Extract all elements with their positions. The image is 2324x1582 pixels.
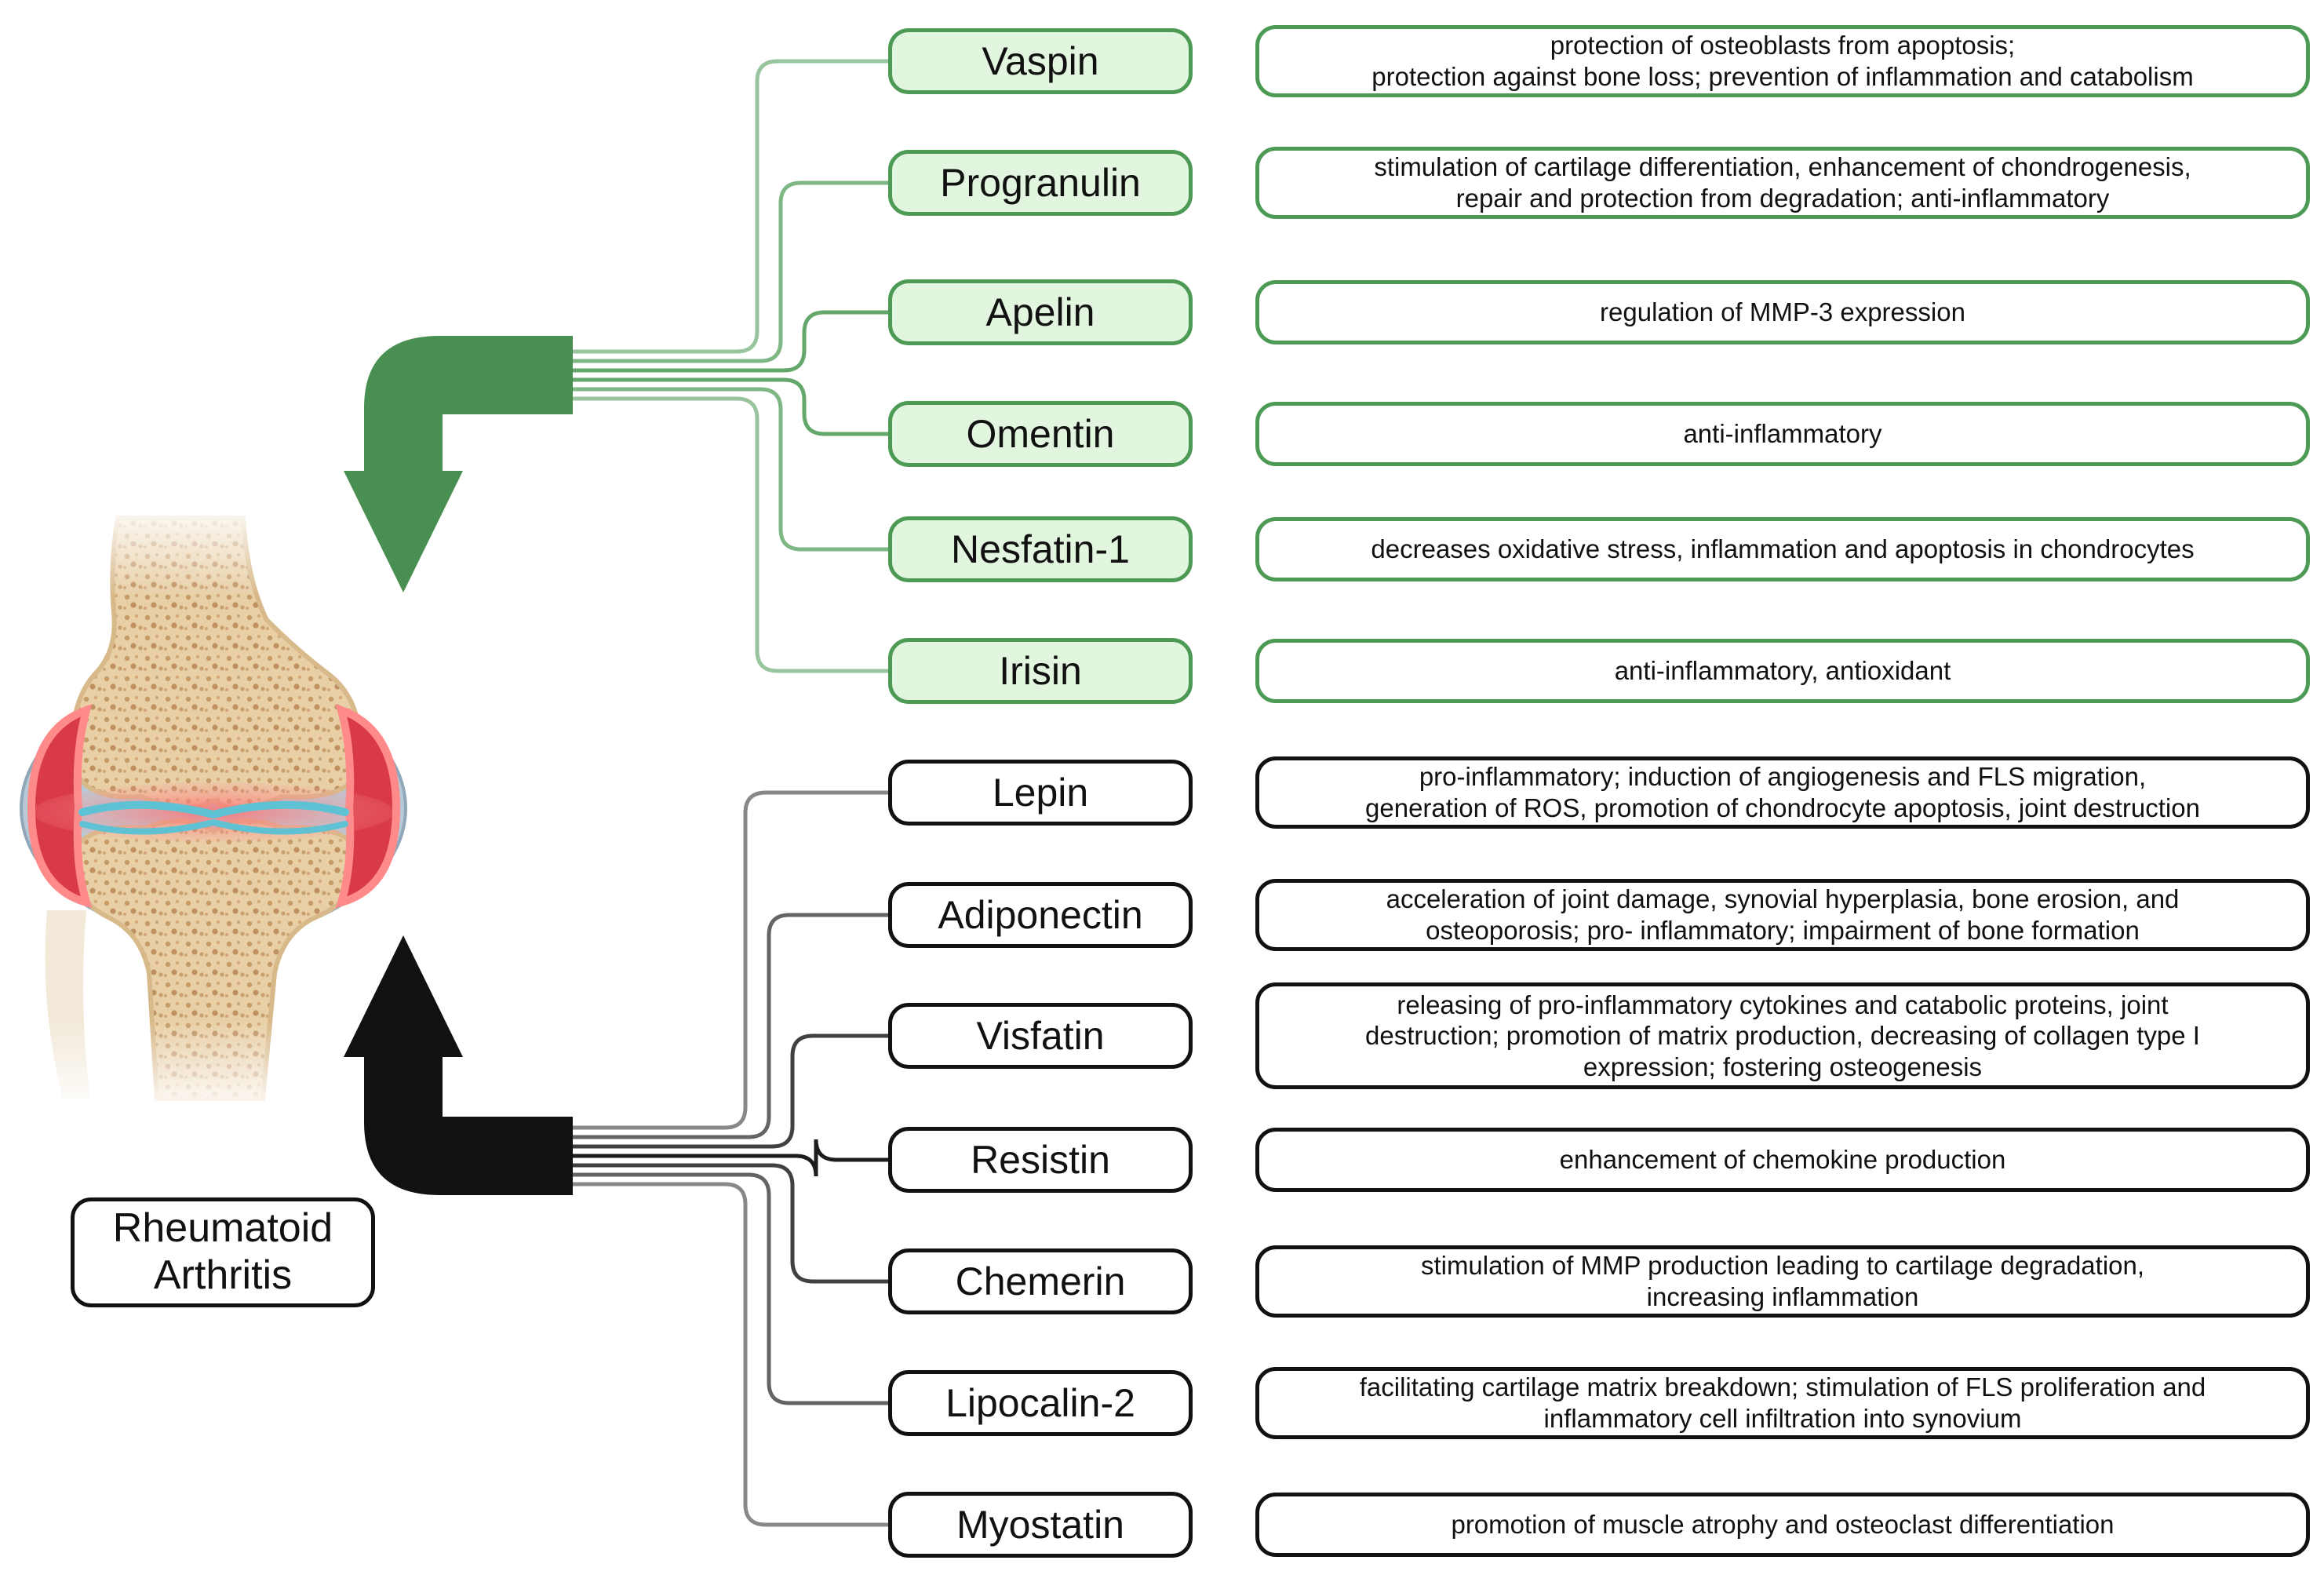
connector-line	[573, 790, 888, 1130]
adipokine-myostatin: Myostatin	[888, 1492, 1193, 1558]
adipokine-progranulin: Progranulin	[888, 150, 1193, 216]
effect-text: stimulation of cartilage differentiation…	[1374, 152, 2191, 213]
effect-text: promotion of muscle atrophy and osteocla…	[1451, 1510, 2115, 1540]
adipokine-irisin: Irisin	[888, 638, 1193, 704]
effect-text: facilitating cartilage matrix breakdown;…	[1359, 1372, 2206, 1433]
connector-line	[573, 377, 888, 436]
adipokine-omentin: Omentin	[888, 401, 1193, 467]
connector-line	[573, 59, 888, 354]
adipokine-apelin: Apelin	[888, 279, 1193, 345]
connector-line	[573, 1182, 888, 1527]
connector-line	[573, 1172, 888, 1405]
effect-text: enhancement of chemokine production	[1559, 1145, 2006, 1175]
adipokine-vaspin: Vaspin	[888, 28, 1193, 94]
adipokine-nesfatin-1: Nesfatin-1	[888, 516, 1193, 582]
effect-text: pro-inflammatory; induction of angiogene…	[1365, 762, 2200, 822]
effect-text: regulation of MMP-3 expression	[1600, 297, 1965, 327]
connector-line	[573, 310, 888, 373]
rheumatoid-arthritis-label: Rheumatoid Arthritis	[71, 1197, 375, 1307]
connector-line	[573, 1033, 888, 1149]
effect-text: releasing of pro-inflammatory cytokines …	[1365, 990, 2200, 1081]
effect-description: acceleration of joint damage, synovial h…	[1255, 879, 2310, 951]
effect-text: stimulation of MMP production leading to…	[1420, 1251, 2145, 1311]
connector-line	[573, 1163, 888, 1284]
knee-joint-illustration	[0, 502, 439, 1114]
connector-line	[573, 1139, 888, 1177]
effect-text: protection of osteoblasts from apoptosis…	[1371, 31, 2194, 91]
protective-arrow	[344, 336, 573, 592]
effect-description: promotion of muscle atrophy and osteocla…	[1255, 1493, 2310, 1557]
condition-label: Rheumatoid Arthritis	[112, 1205, 333, 1298]
effect-description: releasing of pro-inflammatory cytokines …	[1255, 982, 2310, 1089]
adipokine-visfatin: Visfatin	[888, 1003, 1193, 1069]
harmful-arrow	[344, 935, 573, 1195]
effect-text: acceleration of joint damage, synovial h…	[1386, 884, 2180, 945]
connector-line	[573, 396, 888, 673]
articular-cartilage	[78, 800, 349, 819]
effect-description: stimulation of cartilage differentiation…	[1255, 147, 2310, 219]
effect-description: anti-inflammatory, antioxidant	[1255, 639, 2310, 703]
adipokine-lepin: Lepin	[888, 760, 1193, 826]
effect-description: protection of osteoblasts from apoptosis…	[1255, 25, 2310, 97]
adipokine-resistin: Resistin	[888, 1127, 1193, 1193]
adipokine-adiponectin: Adiponectin	[888, 882, 1193, 948]
effect-text: anti-inflammatory	[1683, 419, 1882, 449]
adipokine-lipocalin-2: Lipocalin-2	[888, 1370, 1193, 1436]
effect-description: pro-inflammatory; induction of angiogene…	[1255, 756, 2310, 829]
effect-text: anti-inflammatory, antioxidant	[1614, 656, 1951, 686]
adipokine-chemerin: Chemerin	[888, 1248, 1193, 1314]
effect-description: stimulation of MMP production leading to…	[1255, 1245, 2310, 1318]
effect-text: decreases oxidative stress, inflammation…	[1371, 534, 2195, 564]
effect-description: enhancement of chemokine production	[1255, 1128, 2310, 1192]
effect-description: anti-inflammatory	[1255, 402, 2310, 466]
connector-line	[573, 180, 888, 363]
connector-line	[573, 387, 888, 552]
effect-description: facilitating cartilage matrix breakdown;…	[1255, 1367, 2310, 1439]
effect-description: regulation of MMP-3 expression	[1255, 280, 2310, 344]
connector-line	[573, 913, 888, 1139]
effect-description: decreases oxidative stress, inflammation…	[1255, 517, 2310, 581]
